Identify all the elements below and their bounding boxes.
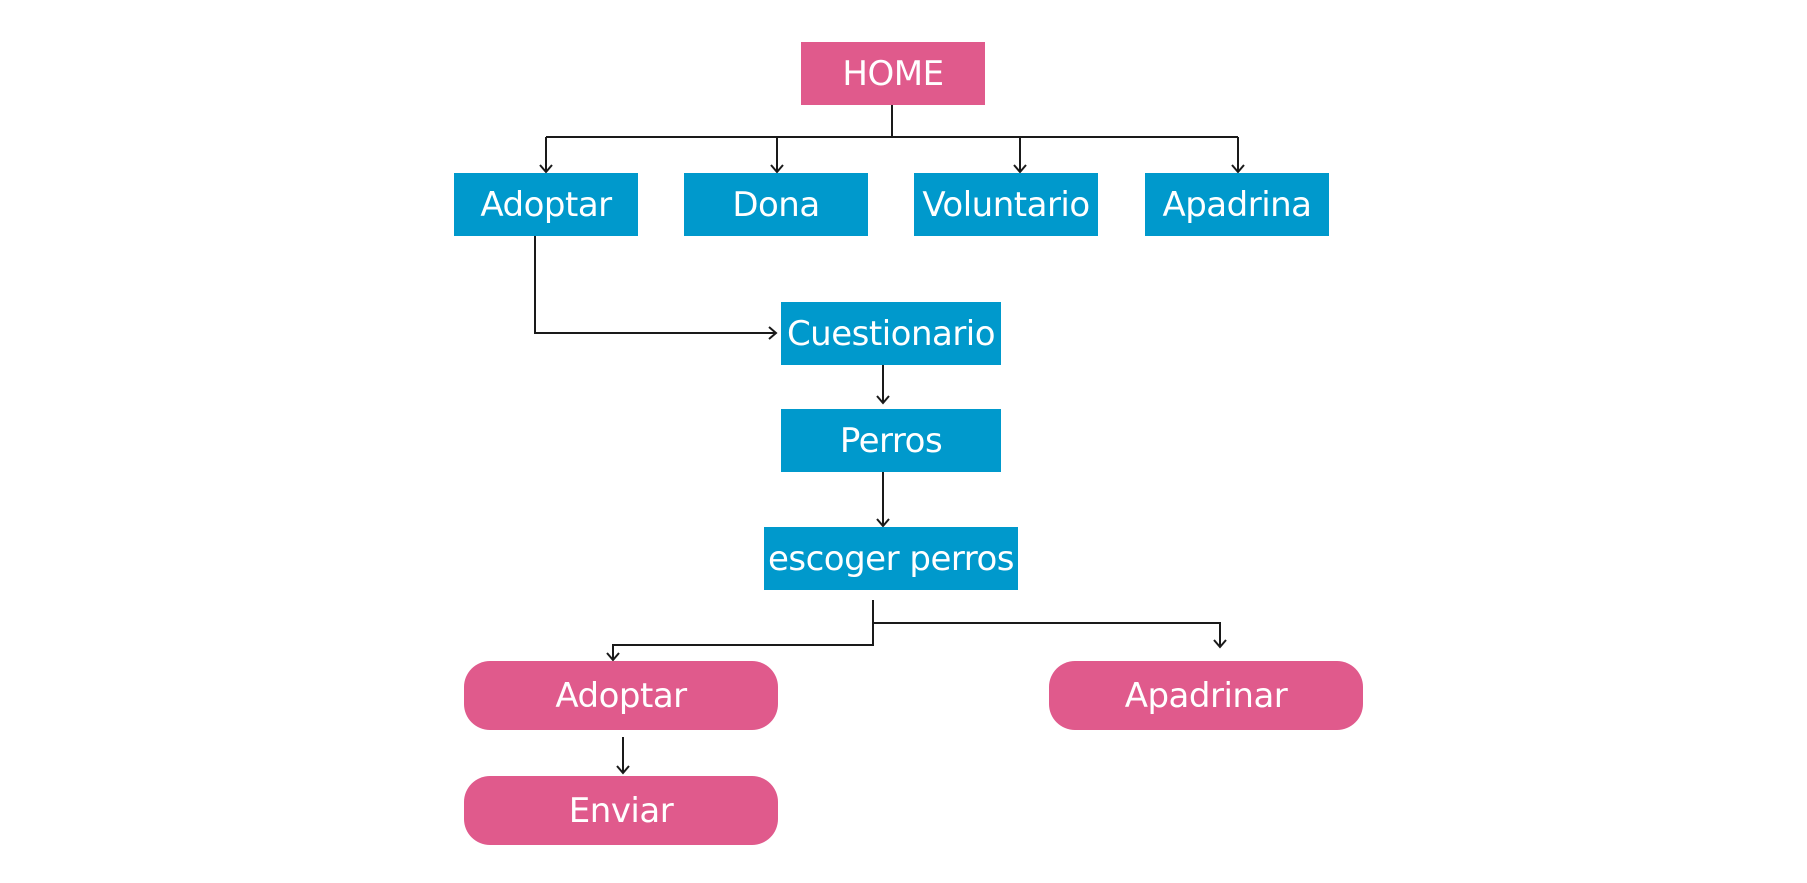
node-perros: Perros [781, 409, 1001, 472]
connector-escoger-adoptar [612, 600, 874, 660]
arrowhead-enviar [616, 765, 630, 775]
arrowhead-voluntario [1013, 164, 1027, 174]
arrowhead-adoptar [539, 164, 553, 174]
arrowhead-dona [770, 164, 784, 174]
arrowhead-perros [876, 395, 890, 405]
node-adoptar: Adoptar [454, 173, 638, 236]
arrowhead-apadrinar [1213, 639, 1227, 649]
node-enviar-action: Enviar [464, 776, 778, 845]
node-home: HOME [801, 42, 985, 105]
arrowhead-adoptar2 [606, 652, 620, 662]
node-adoptar-action: Adoptar [464, 661, 778, 730]
node-escoger-perros: escoger perros [764, 527, 1018, 590]
arrowhead-escoger [876, 518, 890, 528]
arrowhead-cuestionario [768, 326, 778, 340]
node-cuestionario: Cuestionario [781, 302, 1001, 365]
node-apadrina: Apadrina [1145, 173, 1329, 236]
arrowhead-apadrina [1231, 164, 1245, 174]
node-dona: Dona [684, 173, 868, 236]
connector-adoptar-cuestionario [534, 236, 776, 334]
node-apadrinar-action: Apadrinar [1049, 661, 1363, 730]
connector-escoger-apadrinar [873, 622, 1221, 647]
node-voluntario: Voluntario [914, 173, 1098, 236]
